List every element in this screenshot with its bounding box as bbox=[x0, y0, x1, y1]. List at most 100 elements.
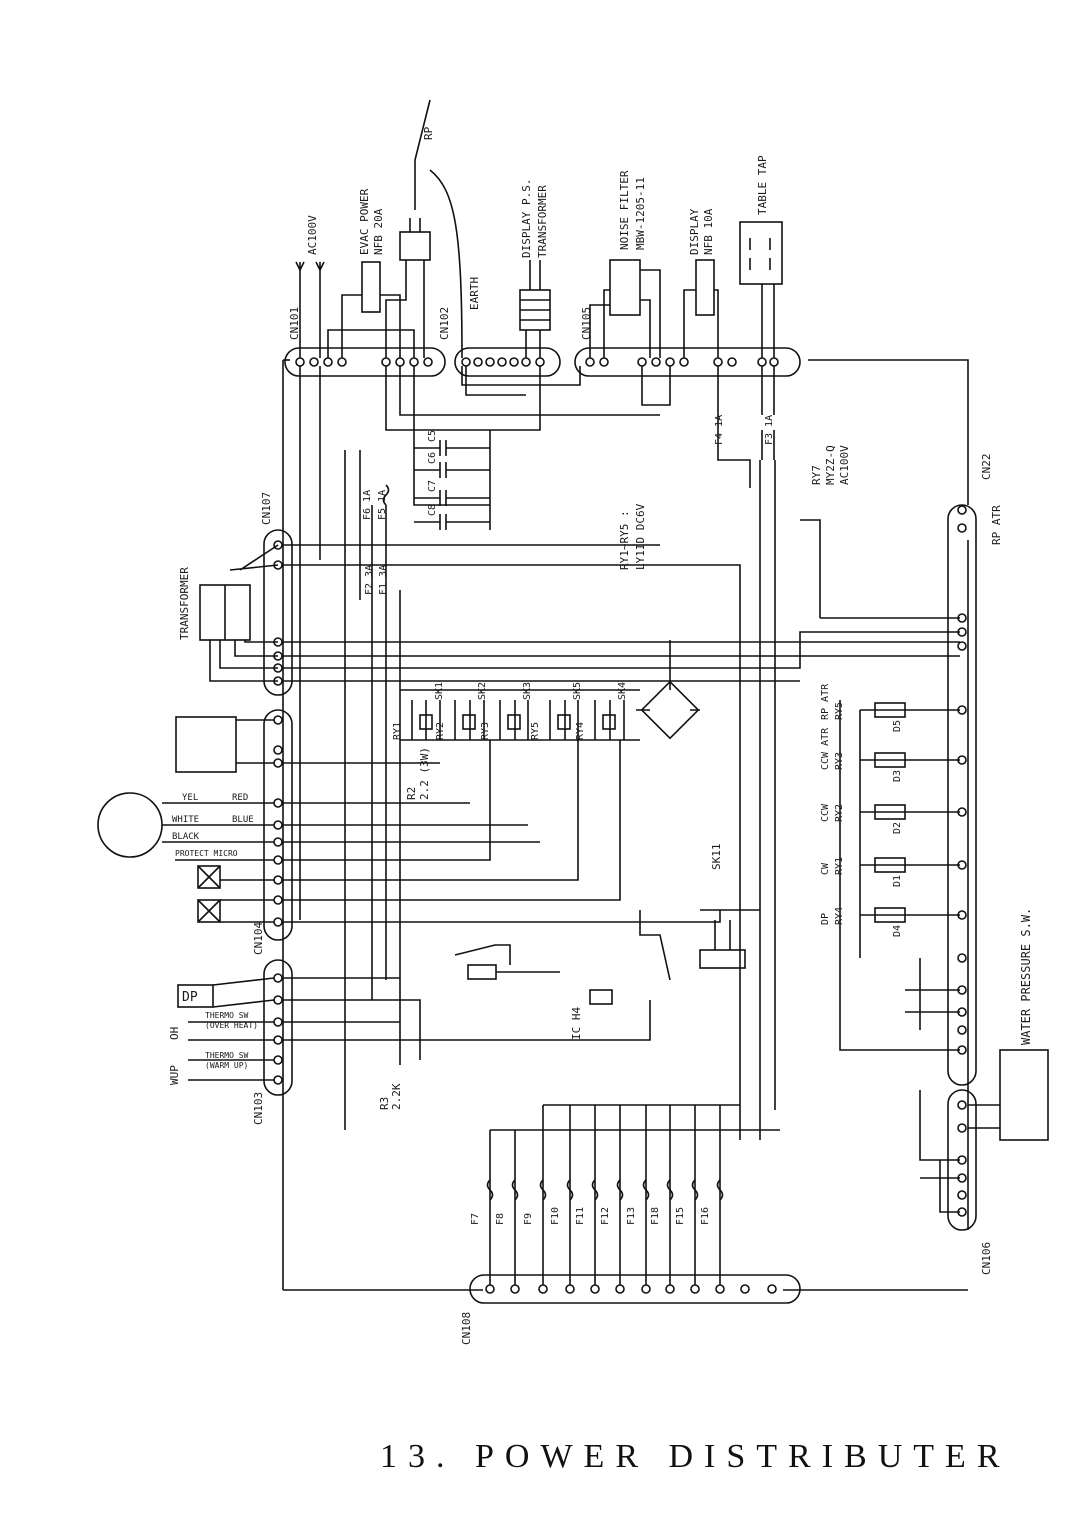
relay-label: RY2 bbox=[435, 722, 446, 740]
fuse-label: F1 3A bbox=[378, 565, 389, 595]
fuse-label: F8 bbox=[495, 1213, 506, 1225]
fuse-label: F16 bbox=[700, 1207, 711, 1225]
evac-nfb bbox=[361, 261, 381, 313]
relay-output-relay-label: RY3 bbox=[834, 752, 845, 770]
capacitor-label: C8 bbox=[427, 504, 438, 516]
relay-output-function-label: CCW ATR bbox=[820, 727, 831, 770]
fuse-label: F7 bbox=[470, 1213, 481, 1225]
label-nfb10a: NFB 10A bbox=[702, 208, 715, 255]
cn108-connector bbox=[469, 1274, 801, 1304]
surge-killer-label: SK1 bbox=[434, 682, 445, 700]
label-protect-micro: PROTECT MICRO bbox=[175, 849, 238, 858]
relay-output-function-label: RP ATR bbox=[820, 683, 831, 720]
label-wup: WUP bbox=[168, 1065, 181, 1085]
label-table-tap: TABLE TAP bbox=[756, 155, 769, 215]
cn101-connector bbox=[284, 347, 446, 377]
label-rp: RP bbox=[422, 126, 435, 140]
fuse-label: F6 1A bbox=[362, 490, 373, 520]
cn107-connector bbox=[263, 529, 293, 696]
cn107-pins bbox=[273, 540, 283, 686]
cn103-connector bbox=[263, 959, 293, 1096]
capacitor-label: C7 bbox=[427, 480, 438, 492]
label-relay-note-2: LY1ID DC6V bbox=[634, 503, 647, 570]
relay-stack bbox=[400, 689, 640, 741]
relay-output-function-label: DP bbox=[820, 913, 831, 925]
label-noise-filter: NOISE FILTER bbox=[618, 170, 631, 250]
capacitor-label: C5 bbox=[427, 430, 438, 442]
capacitor-label: C6 bbox=[427, 452, 438, 464]
page-caption: 13. POWER DISTRIBUTER bbox=[380, 1438, 1011, 1475]
connector-label-cn22: CN22 bbox=[980, 454, 993, 481]
table-tap bbox=[739, 221, 783, 285]
cn104-pins bbox=[273, 715, 283, 927]
label-earth: EARTH bbox=[468, 277, 481, 310]
relay-output-column bbox=[839, 700, 960, 1051]
label-display: DISPLAY bbox=[688, 208, 701, 255]
fuse-label: F13 bbox=[626, 1207, 637, 1225]
fuse-label: F2 3A bbox=[364, 565, 375, 595]
fuse-label: F5 1A bbox=[377, 490, 388, 520]
bottom-fuse-marks bbox=[486, 1179, 724, 1201]
relay-output-diode-label: D1 bbox=[892, 875, 903, 887]
cn102-pins bbox=[461, 357, 545, 367]
relay-output-function-label: CW bbox=[820, 862, 831, 875]
relay-label: RY4 bbox=[575, 722, 586, 740]
cn108-pins bbox=[485, 1284, 777, 1294]
label-white: WHITE bbox=[172, 815, 199, 825]
label-r3: R3 bbox=[378, 1097, 391, 1110]
cn104-capacitor-block bbox=[175, 716, 237, 773]
connector-label-cn104: CN104 bbox=[252, 922, 265, 955]
relay-output-diode-label: D3 bbox=[892, 770, 903, 782]
label-sk11: SK11 bbox=[710, 844, 723, 871]
ry9-relay bbox=[467, 964, 497, 980]
label-r2-val: 2.2 (3W) bbox=[418, 747, 431, 800]
fuses-upper bbox=[344, 450, 401, 1130]
relay-output-relay-label: RY4 bbox=[834, 907, 845, 925]
label-thermo-sw-2: THERMO SW bbox=[205, 1051, 249, 1060]
label-ry7-volt: AC100V bbox=[838, 445, 851, 485]
label-yel: YEL bbox=[182, 793, 198, 803]
label-ac100v: AC100V bbox=[306, 215, 319, 255]
label-ry7-model: MY2Z-Q bbox=[824, 445, 837, 485]
cn105-connector bbox=[574, 347, 801, 377]
cn103-pins bbox=[273, 973, 283, 1085]
fuse-label: F10 bbox=[550, 1207, 561, 1225]
label-r2: R2 bbox=[405, 787, 418, 800]
label-rp-atr: RP ATR bbox=[990, 505, 1003, 545]
fuse-label: F12 bbox=[600, 1207, 611, 1225]
relay-output-diode-label: D4 bbox=[892, 925, 903, 937]
cn105-pins bbox=[585, 357, 779, 367]
connector-label-cn103: CN103 bbox=[252, 1092, 265, 1125]
capacitor-bank bbox=[414, 430, 491, 530]
cn101-pins bbox=[295, 357, 433, 367]
relay-output-relay-label: RY5 bbox=[834, 702, 845, 720]
relay-output-diode-label: D5 bbox=[892, 720, 903, 732]
board-outline bbox=[282, 360, 969, 1291]
label-blue: BLUE bbox=[232, 815, 254, 825]
label-thermo-sw-1: THERMO SW bbox=[205, 1011, 249, 1020]
surge-killer-label: SK3 bbox=[522, 682, 533, 700]
label-relay-note-1: RY1~RY5 : bbox=[618, 510, 631, 570]
label-evac-power: EVAC POWER bbox=[358, 188, 371, 255]
surge-killer-label: SK5 bbox=[572, 682, 583, 700]
motor bbox=[97, 792, 163, 858]
cn22-connector bbox=[947, 504, 977, 1086]
connector-label-cn107: CN107 bbox=[260, 492, 273, 525]
relay-label: RY3 bbox=[480, 722, 491, 740]
label-ry7: RY7 bbox=[810, 465, 823, 485]
label-red: RED bbox=[232, 793, 248, 803]
label-ps-transformer: TRANSFORMER bbox=[536, 185, 549, 258]
dp-box bbox=[177, 984, 214, 1008]
relay-output-diode-label: D2 bbox=[892, 822, 903, 834]
connector-label-cn102: CN102 bbox=[438, 307, 451, 340]
label-display-ps: DISPLAY P.S. bbox=[520, 179, 533, 258]
label-transformer: TRANSFORMER bbox=[178, 567, 191, 640]
label-over-heat: (OVER HEAT) bbox=[205, 1021, 258, 1030]
fuse-label: F3 1A bbox=[764, 415, 775, 445]
label-ic-h4: IC H4 bbox=[570, 1007, 583, 1040]
relay-output-relay-label: RY1 bbox=[834, 857, 845, 875]
relay-label: RY1 bbox=[392, 722, 403, 740]
label-r3-val: 2.2K bbox=[390, 1083, 403, 1110]
bridge-rectifier bbox=[640, 680, 700, 740]
